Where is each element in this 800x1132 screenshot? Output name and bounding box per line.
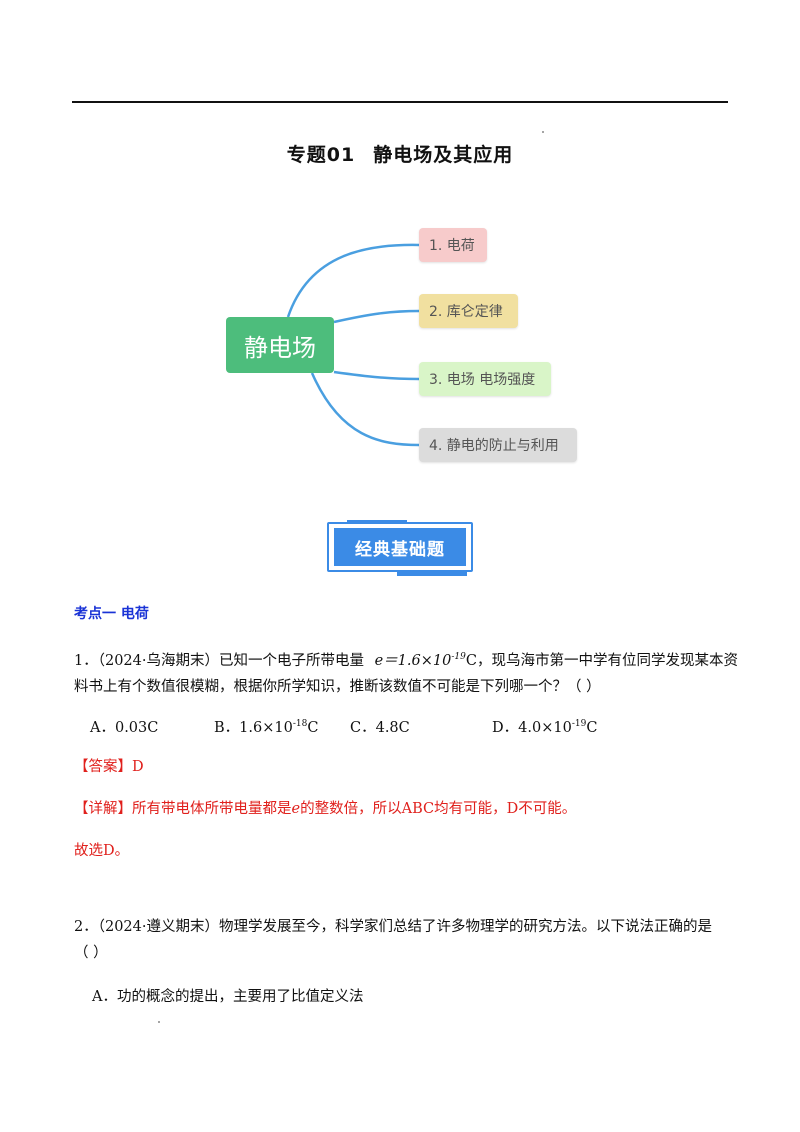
q1-line2: 料书上有个数值很模糊，根据你所学知识，推断该数值不可能是下列哪一个？（ ） [74, 679, 601, 695]
mind-map-branch-field: 3. 电场 电场强度 [419, 362, 551, 396]
q1-option-d: D．4.0×10-19C [492, 719, 598, 736]
badge-accent [397, 572, 467, 576]
q1-stem: 1．（2024·乌海期末）已知一个电子所带电量 [74, 652, 364, 669]
q1-conclusion: 故选D。 [74, 843, 130, 859]
q2-line1: 2．（2024·遵义期末）物理学发展至今，科学家们总结了许多物理学的研究方法。以… [74, 919, 712, 935]
badge-label: 经典基础题 [334, 528, 466, 566]
speck [542, 131, 544, 133]
q2-option-a: A．功的概念的提出，主要用了比值定义法 [92, 989, 364, 1005]
q1-option-a: A．0.03C [90, 720, 159, 736]
section-heading: 考点一 电荷 [74, 606, 149, 622]
mind-map-center-node: 静电场 [226, 317, 334, 373]
title-main: 静电场及其应用 [373, 144, 514, 166]
page-title: 专题01 静电场及其应用 [0, 140, 800, 167]
q1-explanation: 【详解】所有带电体所带电量都是e的整数倍，所以ABC均有可能，D不可能。 [74, 801, 577, 817]
q2-line2: （ ） [74, 945, 108, 961]
title-prefix: 专题01 [286, 144, 356, 166]
speck [158, 1021, 160, 1023]
q1-option-c: C．4.8C [350, 720, 410, 736]
mind-map-branch-prevention: 4. 静电的防止与利用 [419, 428, 577, 462]
badge-accent [347, 520, 407, 524]
mind-map: 静电场 1. 电荷 2. 库仑定律 3. 电场 电场强度 4. 静电的防止与利用 [220, 222, 590, 472]
mind-map-branch-coulomb: 2. 库仑定律 [419, 294, 518, 328]
mind-map-branch-charge: 1. 电荷 [419, 228, 487, 262]
header-rule [72, 101, 728, 103]
q1-answer: 【答案】D [74, 759, 144, 775]
q1-stem-cont: ，现乌海市第一中学有位同学发现某本资 [476, 652, 738, 669]
q1-line1: 1．（2024·乌海期末）已知一个电子所带电量 e＝1.6×10-19C，现乌海… [74, 646, 738, 672]
q1-formula: e＝1.6×10-19C [374, 652, 477, 669]
mind-map-connectors [286, 243, 420, 447]
q1-option-b: B．1.6×10-18C [214, 719, 319, 736]
section-badge: 经典基础题 [327, 520, 473, 576]
